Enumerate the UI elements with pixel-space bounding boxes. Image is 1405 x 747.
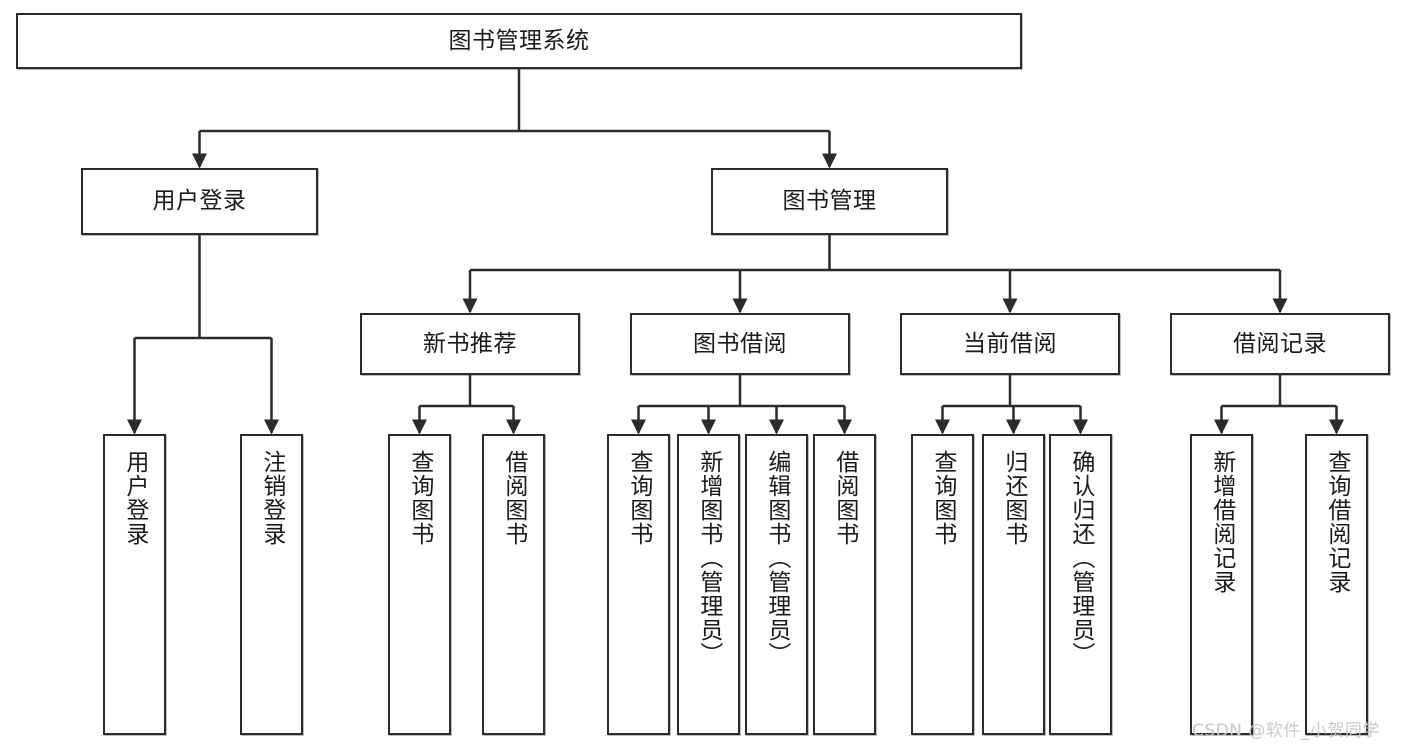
node-leaf11[interactable]: 确认归还（管理员） — [1049, 434, 1112, 735]
node-leaf1[interactable]: 用户登录 — [103, 434, 166, 735]
node-l3d[interactable]: 借阅记录 — [1170, 313, 1390, 375]
node-l3c[interactable]: 当前借阅 — [900, 313, 1120, 375]
node-label: 图书借阅 — [693, 330, 787, 357]
node-leaf12[interactable]: 新增借阅记录 — [1190, 434, 1253, 735]
node-label: 用户登录 — [152, 188, 247, 215]
node-l2b[interactable]: 图书管理 — [711, 168, 948, 235]
node-label: 查询图书 — [625, 450, 652, 546]
node-label: 新书推荐 — [423, 330, 517, 357]
node-leaf3[interactable]: 查询图书 — [388, 434, 451, 735]
node-label: 新增图书（管理员） — [695, 450, 722, 666]
node-label: 借阅图书 — [831, 450, 858, 546]
edge-group — [127, 69, 1344, 435]
node-leaf10[interactable]: 归还图书 — [982, 434, 1045, 735]
node-label: 新增借阅记录 — [1208, 450, 1235, 594]
node-label: 查询图书 — [929, 450, 956, 546]
node-label: 查询借阅记录 — [1323, 450, 1350, 594]
node-label: 借阅记录 — [1233, 330, 1327, 357]
node-label: 注销登录 — [258, 450, 285, 546]
node-root[interactable]: 图书管理系统 — [16, 13, 1022, 69]
node-leaf9[interactable]: 查询图书 — [911, 434, 974, 735]
node-leaf2[interactable]: 注销登录 — [240, 434, 303, 735]
node-label: 归还图书 — [1000, 450, 1027, 546]
node-leaf6[interactable]: 新增图书（管理员） — [677, 434, 740, 735]
node-label: 用户登录 — [121, 450, 148, 546]
node-leaf7[interactable]: 编辑图书（管理员） — [745, 434, 808, 735]
node-leaf8[interactable]: 借阅图书 — [813, 434, 876, 735]
node-label: 查询图书 — [406, 450, 433, 546]
node-l3a[interactable]: 新书推荐 — [360, 313, 580, 375]
node-label: 当前借阅 — [963, 330, 1057, 357]
node-label: 编辑图书（管理员） — [763, 450, 790, 666]
node-l2a[interactable]: 用户登录 — [81, 168, 318, 235]
node-label: 图书管理 — [782, 188, 877, 215]
node-label: 确认归还（管理员） — [1067, 450, 1094, 666]
node-l3b[interactable]: 图书借阅 — [630, 313, 850, 375]
csdn-watermark: CSDN @软件_小贺同学 — [1192, 721, 1380, 741]
node-label: 图书管理系统 — [448, 27, 590, 54]
node-leaf4[interactable]: 借阅图书 — [482, 434, 545, 735]
node-leaf13[interactable]: 查询借阅记录 — [1305, 434, 1368, 735]
node-leaf5[interactable]: 查询图书 — [607, 434, 670, 735]
node-label: 借阅图书 — [500, 450, 527, 546]
